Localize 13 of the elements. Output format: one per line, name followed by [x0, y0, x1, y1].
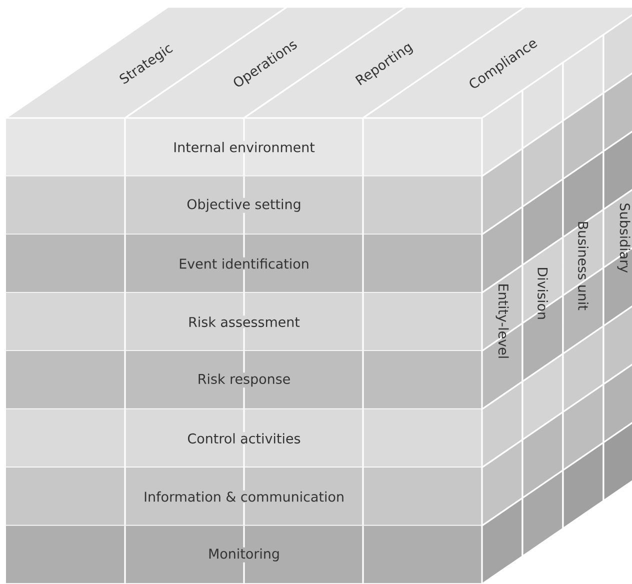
- row-band: Risk response: [6, 350, 482, 410]
- level-strip: Entity-level: [481, 88, 524, 584]
- row-band: Event identification: [6, 234, 482, 294]
- node-label: Division: [538, 268, 548, 319]
- node-label: Subsidiary: [617, 204, 630, 273]
- row-band: Information & communication: [6, 467, 482, 527]
- row-band: Monitoring: [6, 526, 482, 584]
- row-band: Risk assessment: [6, 292, 482, 352]
- row-band: Internal environment: [6, 118, 482, 178]
- row-band: Control activities: [6, 409, 482, 468]
- node-label: Entity-level: [496, 284, 509, 358]
- node-label: Business unit: [578, 222, 588, 310]
- row-band: Objective setting: [6, 176, 482, 236]
